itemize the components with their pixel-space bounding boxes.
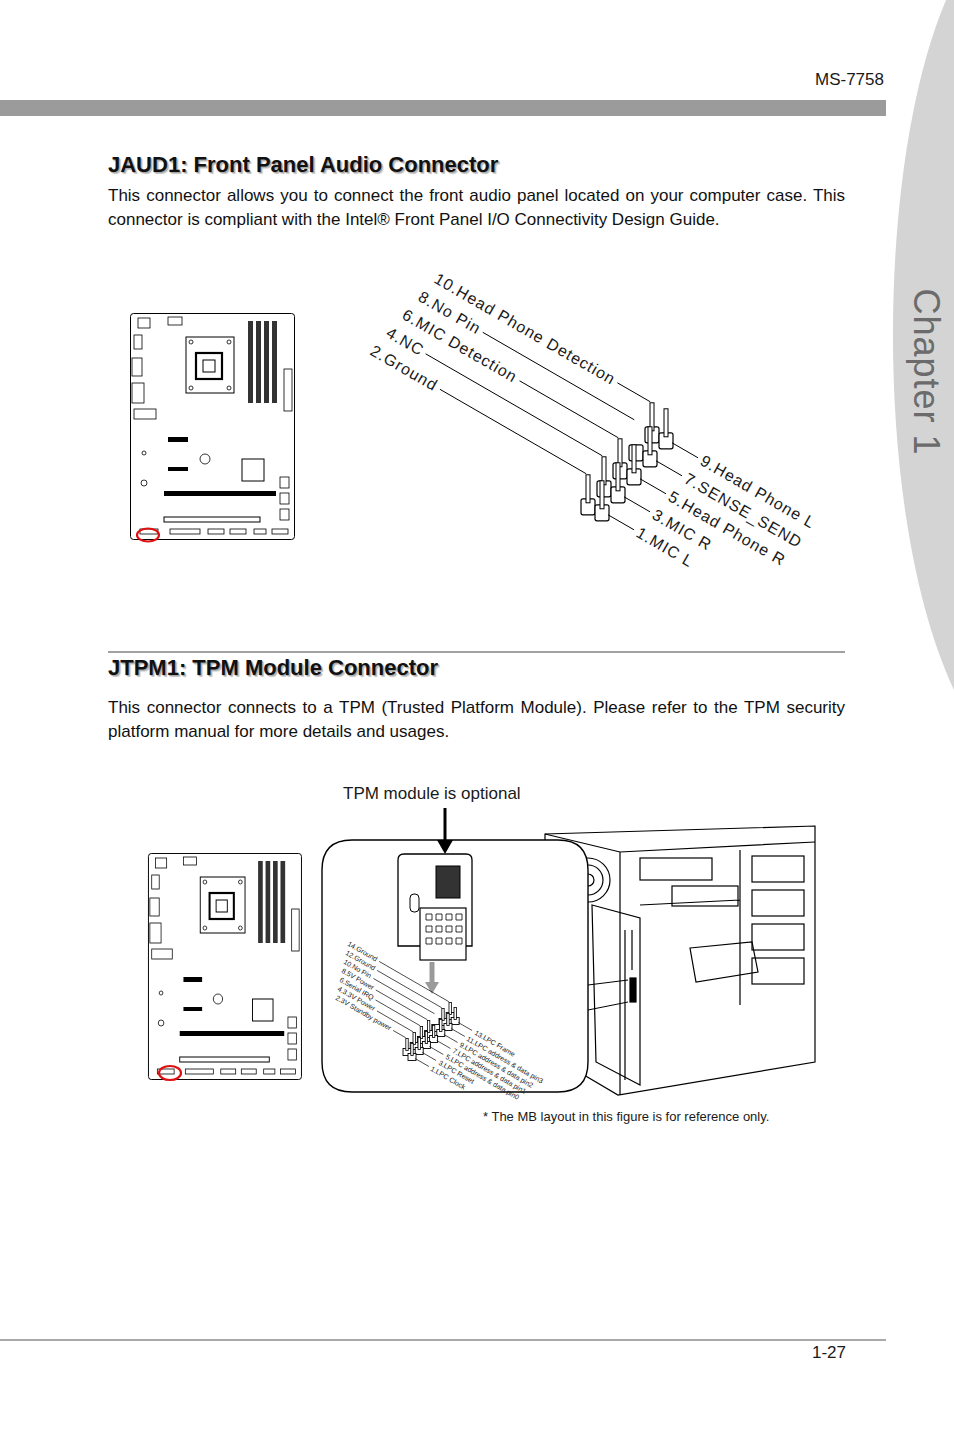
- illustration-part: [592, 905, 640, 1085]
- leader-line: [373, 978, 434, 1013]
- page-number: 1-27: [812, 1343, 846, 1363]
- illustration-part: [426, 914, 462, 944]
- insert-arrow: [430, 962, 435, 984]
- leader-line: [379, 961, 449, 1001]
- header-pin: [418, 1037, 420, 1049]
- chapter-tab-label: Chapter 1: [905, 288, 945, 455]
- header-pin: [440, 1019, 442, 1031]
- header-pin: [406, 1038, 408, 1050]
- illustration-part: [752, 924, 804, 950]
- header-pin: [427, 1020, 429, 1032]
- location-marker: [137, 529, 159, 542]
- header-pin: [454, 1007, 456, 1019]
- magnifier-line: [588, 980, 628, 1010]
- leader-line: [440, 389, 586, 474]
- illustration-part: [752, 890, 804, 916]
- header-pin: [664, 409, 668, 437]
- section-heading: JAUD1: Front Panel Audio Connector: [108, 152, 498, 178]
- section-heading: JTPM1: TPM Module Connector: [108, 655, 438, 681]
- leader-line: [672, 443, 698, 458]
- section-rule: [108, 652, 845, 653]
- header-pin: [442, 1008, 444, 1020]
- arrow-head: [437, 840, 453, 854]
- motherboard-thumbnail: [148, 854, 301, 1080]
- illustration-part: [672, 886, 738, 906]
- illustration-part: [752, 958, 804, 984]
- leader-line: [608, 515, 634, 530]
- leader-line: [415, 1058, 429, 1066]
- header-pin: [425, 1031, 427, 1043]
- header-pin: [616, 463, 620, 491]
- header-pin: [648, 427, 652, 455]
- header-pin: [447, 1013, 449, 1025]
- illustration-part: [410, 894, 419, 912]
- callout-text: TPM module is optional: [343, 784, 521, 804]
- illustration-part: [436, 866, 460, 898]
- leader-line: [393, 1030, 406, 1037]
- header-pin: [413, 1032, 415, 1044]
- leader-line: [520, 381, 619, 438]
- pointer-arrow: [444, 808, 447, 842]
- body-text: This connector allows you to connect the…: [108, 184, 845, 232]
- leader-line: [624, 497, 650, 512]
- footnote: * The MB layout in this figure is for re…: [483, 1109, 769, 1125]
- illustration-part: [690, 942, 758, 982]
- illustration-part: [640, 858, 712, 880]
- header-bar: [0, 100, 886, 116]
- chapter-tab: [893, 0, 954, 690]
- model-number: MS-7758: [815, 70, 884, 90]
- leader-line: [451, 1028, 465, 1036]
- illustration-part: [640, 850, 740, 1005]
- illustration-part: [420, 908, 466, 960]
- header-pin: [432, 1025, 434, 1037]
- leader-line: [656, 461, 682, 476]
- header-pin: [632, 445, 636, 473]
- leader-line: [617, 383, 650, 402]
- footer-rule: [0, 1340, 886, 1341]
- illustration-part: [630, 978, 636, 1002]
- header-pin: [420, 1026, 422, 1038]
- tpm-module: [398, 854, 472, 960]
- header-pin: [411, 1043, 413, 1055]
- leader-line: [444, 1034, 458, 1042]
- leader-line: [422, 1052, 436, 1060]
- leader-line: [640, 479, 666, 494]
- header-pin: [586, 475, 590, 503]
- leader-line: [458, 1022, 472, 1030]
- header-pin: [449, 1002, 451, 1014]
- leader-line: [437, 1040, 451, 1048]
- leader-line: [377, 970, 442, 1007]
- illustration-part: [625, 930, 632, 1080]
- motherboard-thumbnail: [131, 314, 295, 540]
- body-text: This connector connects to a TPM (Truste…: [108, 696, 845, 744]
- leader-line: [429, 1046, 443, 1054]
- location-marker: [159, 1066, 181, 1080]
- illustration-part: [752, 856, 804, 882]
- header-pin: [600, 481, 604, 509]
